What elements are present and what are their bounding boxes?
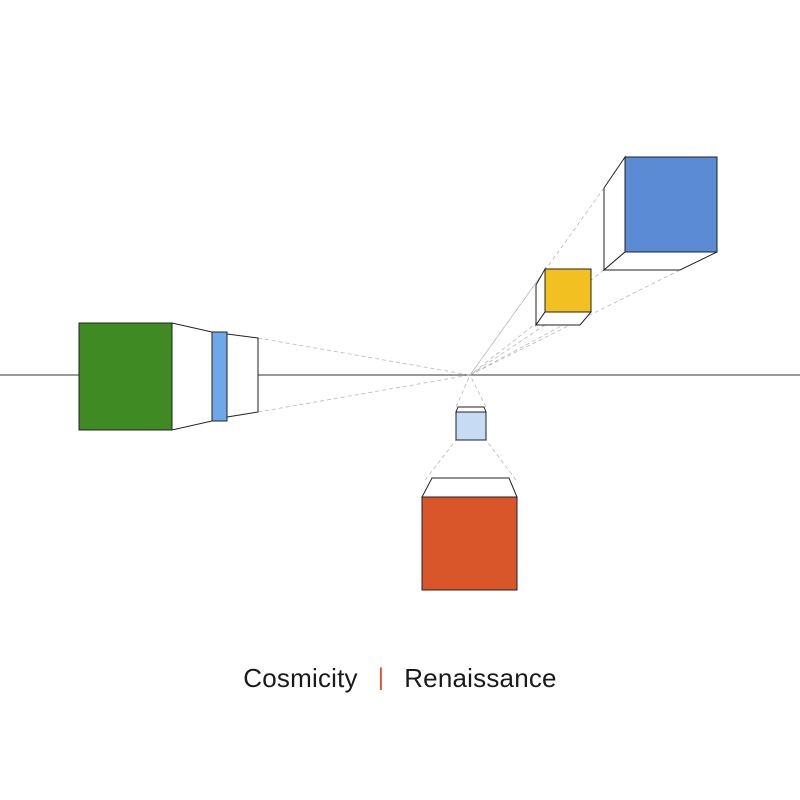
light-blue-cube-face — [211, 331, 228, 422]
pale-blue-cube-top — [455, 406, 487, 413]
artist-name: Cosmicity — [243, 662, 358, 693]
blue-cube-side — [603, 155, 626, 272]
yellow-cube-face — [544, 268, 592, 313]
light-blue-cube — [211, 331, 259, 422]
green-cube-side — [171, 322, 213, 431]
yellow-cube — [535, 267, 593, 327]
yellow-cube-bottom — [535, 311, 593, 326]
green-cube — [78, 322, 213, 431]
blue-cube — [602, 155, 718, 272]
album-caption: Cosmicity | Renaissance — [0, 658, 800, 698]
green-cube-face — [78, 322, 173, 431]
caption-separator: | — [377, 664, 385, 691]
pale-blue-cube — [455, 406, 487, 441]
album-title: Renaissance — [404, 662, 557, 693]
red-cube-top — [421, 477, 518, 498]
red-cube-face — [421, 496, 518, 591]
pale-blue-cube-face — [455, 411, 487, 441]
light-blue-cube-side — [226, 333, 259, 418]
red-cube — [421, 477, 518, 591]
blue-cube-face — [624, 156, 718, 253]
